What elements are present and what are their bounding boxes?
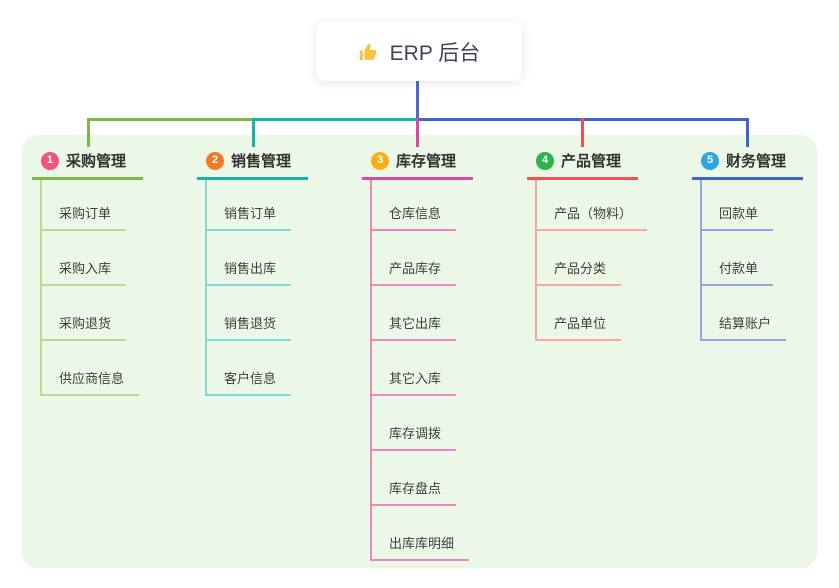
branch-heading-product[interactable]: 4 产品管理 bbox=[527, 147, 638, 180]
node-item[interactable]: 产品单位 bbox=[537, 286, 622, 341]
branch-inventory: 3 库存管理 仓库信息 产品库存 其它出库 其它入库 库存调拨 库存盘点 出库库… bbox=[362, 147, 527, 561]
branch-drop-line-finance bbox=[746, 118, 749, 147]
node-item[interactable]: 产品（物料） bbox=[537, 180, 648, 231]
node-item[interactable]: 库存盘点 bbox=[372, 451, 457, 506]
branch-finance: 5 财务管理 回款单 付款单 结算账户 bbox=[692, 147, 839, 341]
node-item[interactable]: 其它出库 bbox=[372, 286, 457, 341]
root-node-erp[interactable]: ERP 后台 bbox=[316, 22, 522, 81]
branch-title: 销售管理 bbox=[231, 153, 292, 170]
branch-drop-line-product bbox=[581, 118, 584, 147]
node-item[interactable]: 其它入库 bbox=[372, 341, 457, 396]
branch-title: 产品管理 bbox=[561, 153, 622, 170]
node-item[interactable]: 库存调拨 bbox=[372, 396, 457, 451]
branch-sales: 2 销售管理 销售订单 销售出库 销售退货 客户信息 bbox=[197, 147, 362, 396]
connector-bar-segment-green bbox=[87, 118, 253, 121]
node-item[interactable]: 出库库明细 bbox=[372, 506, 470, 561]
thumbs-up-icon bbox=[358, 41, 380, 63]
branch-drop-line-sales bbox=[252, 118, 255, 147]
node-item[interactable]: 付款单 bbox=[702, 231, 774, 286]
node-item[interactable]: 产品库存 bbox=[372, 231, 457, 286]
branch-items: 回款单 付款单 结算账户 bbox=[700, 180, 839, 341]
branch-number-badge: 3 bbox=[371, 151, 389, 170]
branch-items: 产品（物料） 产品分类 产品单位 bbox=[535, 180, 692, 341]
branch-title: 财务管理 bbox=[726, 153, 787, 170]
branch-heading-finance[interactable]: 5 财务管理 bbox=[692, 147, 803, 180]
node-item[interactable]: 供应商信息 bbox=[42, 341, 140, 396]
node-item[interactable]: 采购订单 bbox=[42, 180, 127, 231]
branch-number-badge: 4 bbox=[536, 151, 554, 170]
node-item[interactable]: 产品分类 bbox=[537, 231, 622, 286]
branch-items: 销售订单 销售出库 销售退货 客户信息 bbox=[205, 180, 362, 396]
branch-title: 采购管理 bbox=[66, 153, 127, 170]
node-item[interactable]: 回款单 bbox=[702, 180, 774, 231]
branch-purchase: 1 采购管理 采购订单 采购入库 采购退货 供应商信息 bbox=[32, 147, 197, 396]
branch-items: 采购订单 采购入库 采购退货 供应商信息 bbox=[40, 180, 197, 396]
node-item[interactable]: 销售出库 bbox=[207, 231, 292, 286]
root-connector-line bbox=[416, 81, 419, 119]
branch-drop-line-inventory bbox=[416, 118, 419, 147]
node-item[interactable]: 结算账户 bbox=[702, 286, 787, 341]
branch-heading-purchase[interactable]: 1 采购管理 bbox=[32, 147, 143, 180]
branches-background-panel bbox=[22, 135, 817, 568]
branch-number-badge: 5 bbox=[701, 151, 719, 170]
node-item[interactable]: 客户信息 bbox=[207, 341, 292, 396]
branch-drop-line-purchase bbox=[87, 118, 90, 147]
branch-heading-inventory[interactable]: 3 库存管理 bbox=[362, 147, 473, 180]
branch-heading-sales[interactable]: 2 销售管理 bbox=[197, 147, 308, 180]
node-item[interactable]: 采购退货 bbox=[42, 286, 127, 341]
connector-bar-segment-teal bbox=[252, 118, 418, 121]
root-node-label: ERP 后台 bbox=[389, 41, 481, 65]
node-item[interactable]: 销售退货 bbox=[207, 286, 292, 341]
branch-items: 仓库信息 产品库存 其它出库 其它入库 库存调拨 库存盘点 出库库明细 bbox=[370, 180, 527, 561]
node-item[interactable]: 销售订单 bbox=[207, 180, 292, 231]
branch-number-badge: 2 bbox=[206, 151, 224, 170]
branch-number-badge: 1 bbox=[41, 151, 59, 170]
branch-product: 4 产品管理 产品（物料） 产品分类 产品单位 bbox=[527, 147, 692, 341]
branch-title: 库存管理 bbox=[396, 153, 457, 170]
node-item[interactable]: 仓库信息 bbox=[372, 180, 457, 231]
node-item[interactable]: 采购入库 bbox=[42, 231, 127, 286]
